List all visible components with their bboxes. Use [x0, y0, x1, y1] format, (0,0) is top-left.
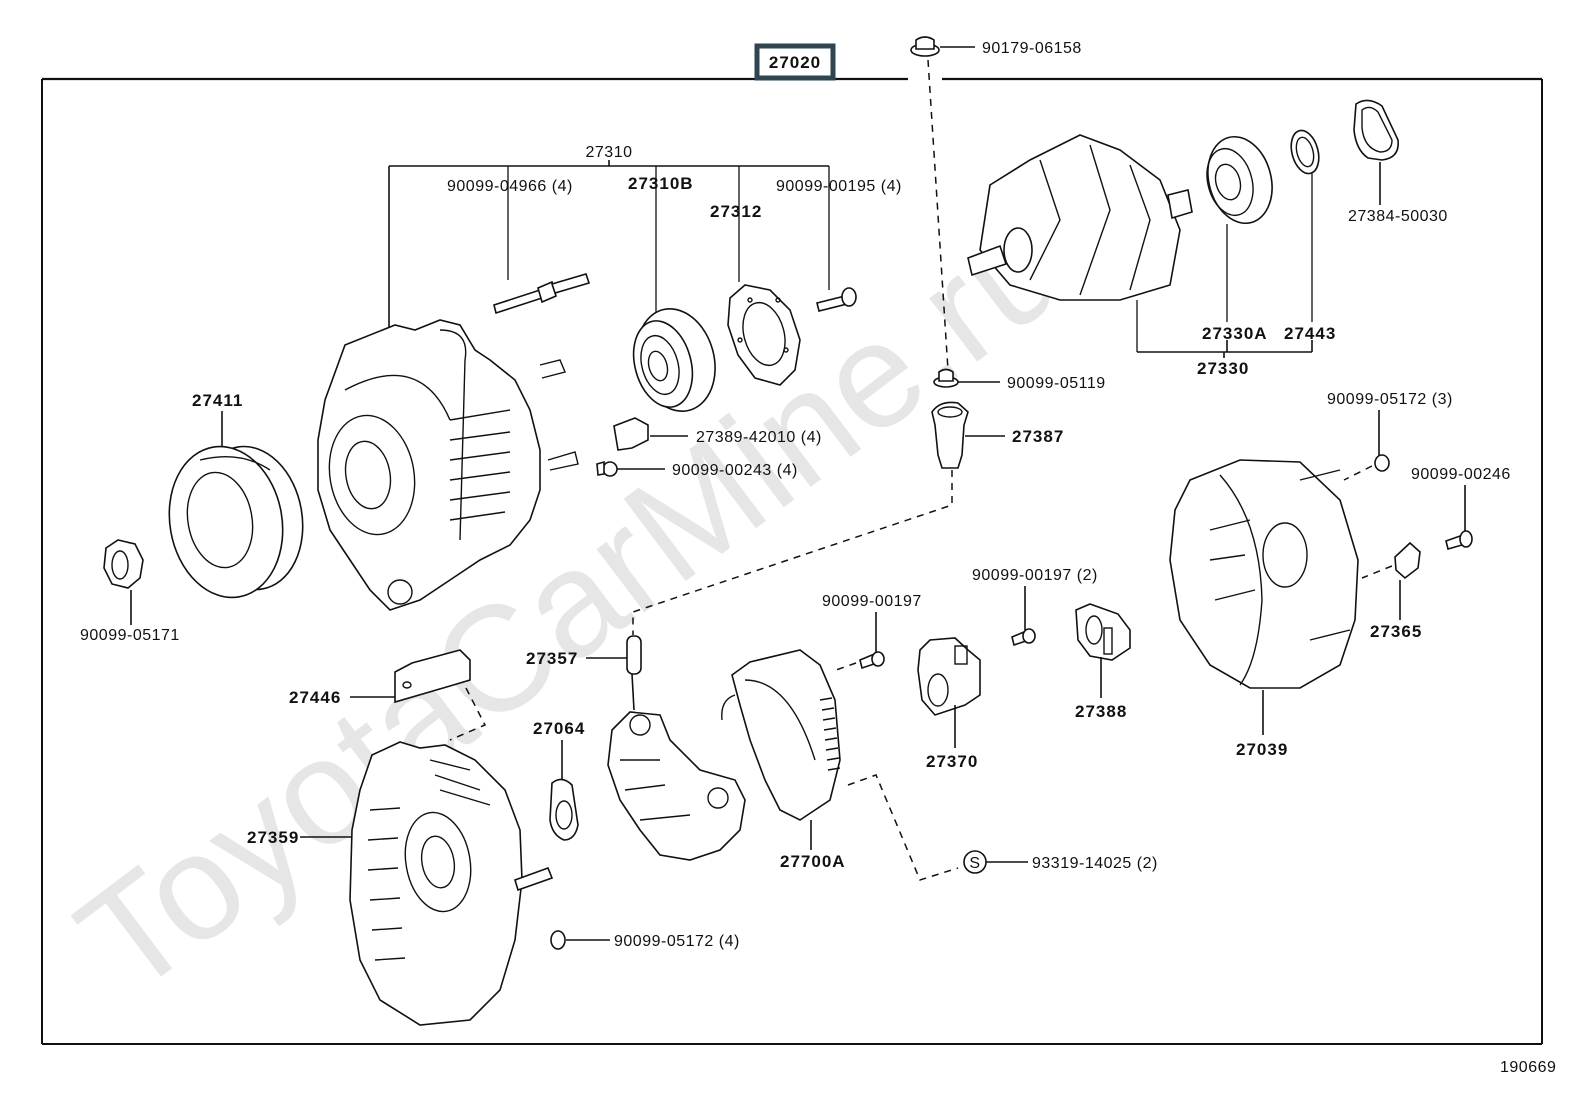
- label-27370[interactable]: 27370: [926, 752, 978, 771]
- label-27312[interactable]: 27312: [710, 202, 762, 221]
- label-93319-14025[interactable]: 93319-14025 (2): [1032, 855, 1158, 872]
- part-rotor-27330[interactable]: [967, 134, 1193, 301]
- part-93319-14025[interactable]: S 93319-14025 (2): [963, 850, 1158, 874]
- dashed-leader: [632, 470, 953, 635]
- part-27388[interactable]: 27388: [1075, 603, 1131, 721]
- part-27446[interactable]: 27446: [289, 649, 487, 741]
- part-rear-cover-27039[interactable]: 27039: [1169, 459, 1359, 759]
- label-90099-00243[interactable]: 90099-00243 (4): [672, 462, 798, 479]
- part-bearing-27310B[interactable]: [625, 300, 727, 420]
- part-90099-00246[interactable]: 90099-00246: [1411, 466, 1511, 550]
- part-cover-27384-50030[interactable]: 27384-50030: [1348, 99, 1448, 225]
- label-27365[interactable]: 27365: [1370, 622, 1422, 641]
- label-90099-05171[interactable]: 90099-05171: [80, 627, 180, 644]
- part-27370[interactable]: 27370: [917, 637, 981, 771]
- part-nut-90099-05171[interactable]: 90099-05171: [80, 539, 180, 644]
- label-90099-00195[interactable]: 90099-00195 (4): [776, 178, 902, 195]
- label-27387[interactable]: 27387: [1012, 427, 1064, 446]
- dashed-leader: [847, 774, 959, 881]
- part-90099-05172-3[interactable]: 90099-05172 (3): [1327, 391, 1453, 481]
- figure-id: 190669: [1500, 1059, 1556, 1076]
- label-27357[interactable]: 27357: [526, 649, 578, 668]
- part-90099-05119[interactable]: 90099-05119: [933, 368, 1106, 393]
- label-27389-42010[interactable]: 27389-42010 (4): [696, 429, 822, 446]
- part-bearing-27330A[interactable]: [1199, 129, 1282, 230]
- assembly-code[interactable]: 27020: [769, 53, 821, 72]
- label-27330A[interactable]: 27330A: [1202, 324, 1268, 343]
- label-27359[interactable]: 27359: [247, 828, 299, 847]
- label-27384-50030[interactable]: 27384-50030: [1348, 208, 1448, 225]
- label-90099-04966[interactable]: 90099-04966 (4): [447, 178, 573, 195]
- label-90099-05119[interactable]: 90099-05119: [1007, 375, 1106, 392]
- label-27411[interactable]: 27411: [192, 391, 243, 410]
- part-retainer-plate-27312[interactable]: [727, 284, 801, 386]
- label-90099-00246[interactable]: 90099-00246: [1411, 466, 1511, 483]
- part-rectifier-27357[interactable]: 27357: [526, 635, 746, 861]
- s-mark: S: [969, 855, 980, 872]
- part-27387[interactable]: 27387: [931, 401, 1064, 469]
- part-stud-bolt[interactable]: [493, 273, 591, 315]
- label-27330[interactable]: 27330: [1197, 359, 1249, 378]
- part-90099-00243[interactable]: 90099-00243 (4): [596, 460, 798, 479]
- part-ring-27443[interactable]: [1287, 127, 1324, 176]
- part-rear-frame-27359[interactable]: 27359: [247, 741, 554, 1026]
- assembly-code-box[interactable]: 27020: [754, 43, 836, 81]
- part-pulley-27411[interactable]: 27411: [158, 391, 314, 607]
- watermark: ToyotaCarMine.ru: [48, 179, 1095, 1026]
- part-90099-00197-2[interactable]: 90099-00197 (2): [972, 567, 1098, 647]
- label-27310B[interactable]: 27310B: [628, 174, 694, 193]
- label-group-27330: 27330A 27443 27330: [1136, 173, 1336, 378]
- label-27446[interactable]: 27446: [289, 688, 341, 707]
- part-27389-42010[interactable]: 27389-42010 (4): [613, 417, 822, 451]
- label-90099-05172-3[interactable]: 90099-05172 (3): [1327, 391, 1453, 408]
- label-90179-06158[interactable]: 90179-06158: [982, 40, 1082, 57]
- label-27064[interactable]: 27064: [533, 719, 585, 738]
- part-regulator-27700A[interactable]: 27700A: [721, 649, 846, 871]
- label-group-27310: 27310 90099-04966 (4) 27310B 27312 90099…: [388, 144, 902, 330]
- part-90099-05172-4[interactable]: 90099-05172 (4): [550, 930, 740, 950]
- part-90179-06158[interactable]: 90179-06158: [910, 36, 1082, 57]
- label-27039[interactable]: 27039: [1236, 740, 1288, 759]
- part-drive-end-frame[interactable]: [317, 319, 579, 611]
- part-90099-00197[interactable]: 90099-00197: [822, 593, 922, 671]
- label-90099-00197[interactable]: 90099-00197: [822, 593, 922, 610]
- label-27388[interactable]: 27388: [1075, 702, 1127, 721]
- part-27365[interactable]: 27365: [1361, 541, 1422, 641]
- part-bolt-00195[interactable]: [816, 287, 857, 312]
- label-27700A[interactable]: 27700A: [780, 852, 846, 871]
- label-90099-00197-2[interactable]: 90099-00197 (2): [972, 567, 1098, 584]
- label-27443[interactable]: 27443: [1284, 324, 1336, 343]
- part-27064[interactable]: 27064: [533, 719, 585, 841]
- label-90099-05172-4[interactable]: 90099-05172 (4): [614, 933, 740, 950]
- label-27310[interactable]: 27310: [586, 144, 633, 161]
